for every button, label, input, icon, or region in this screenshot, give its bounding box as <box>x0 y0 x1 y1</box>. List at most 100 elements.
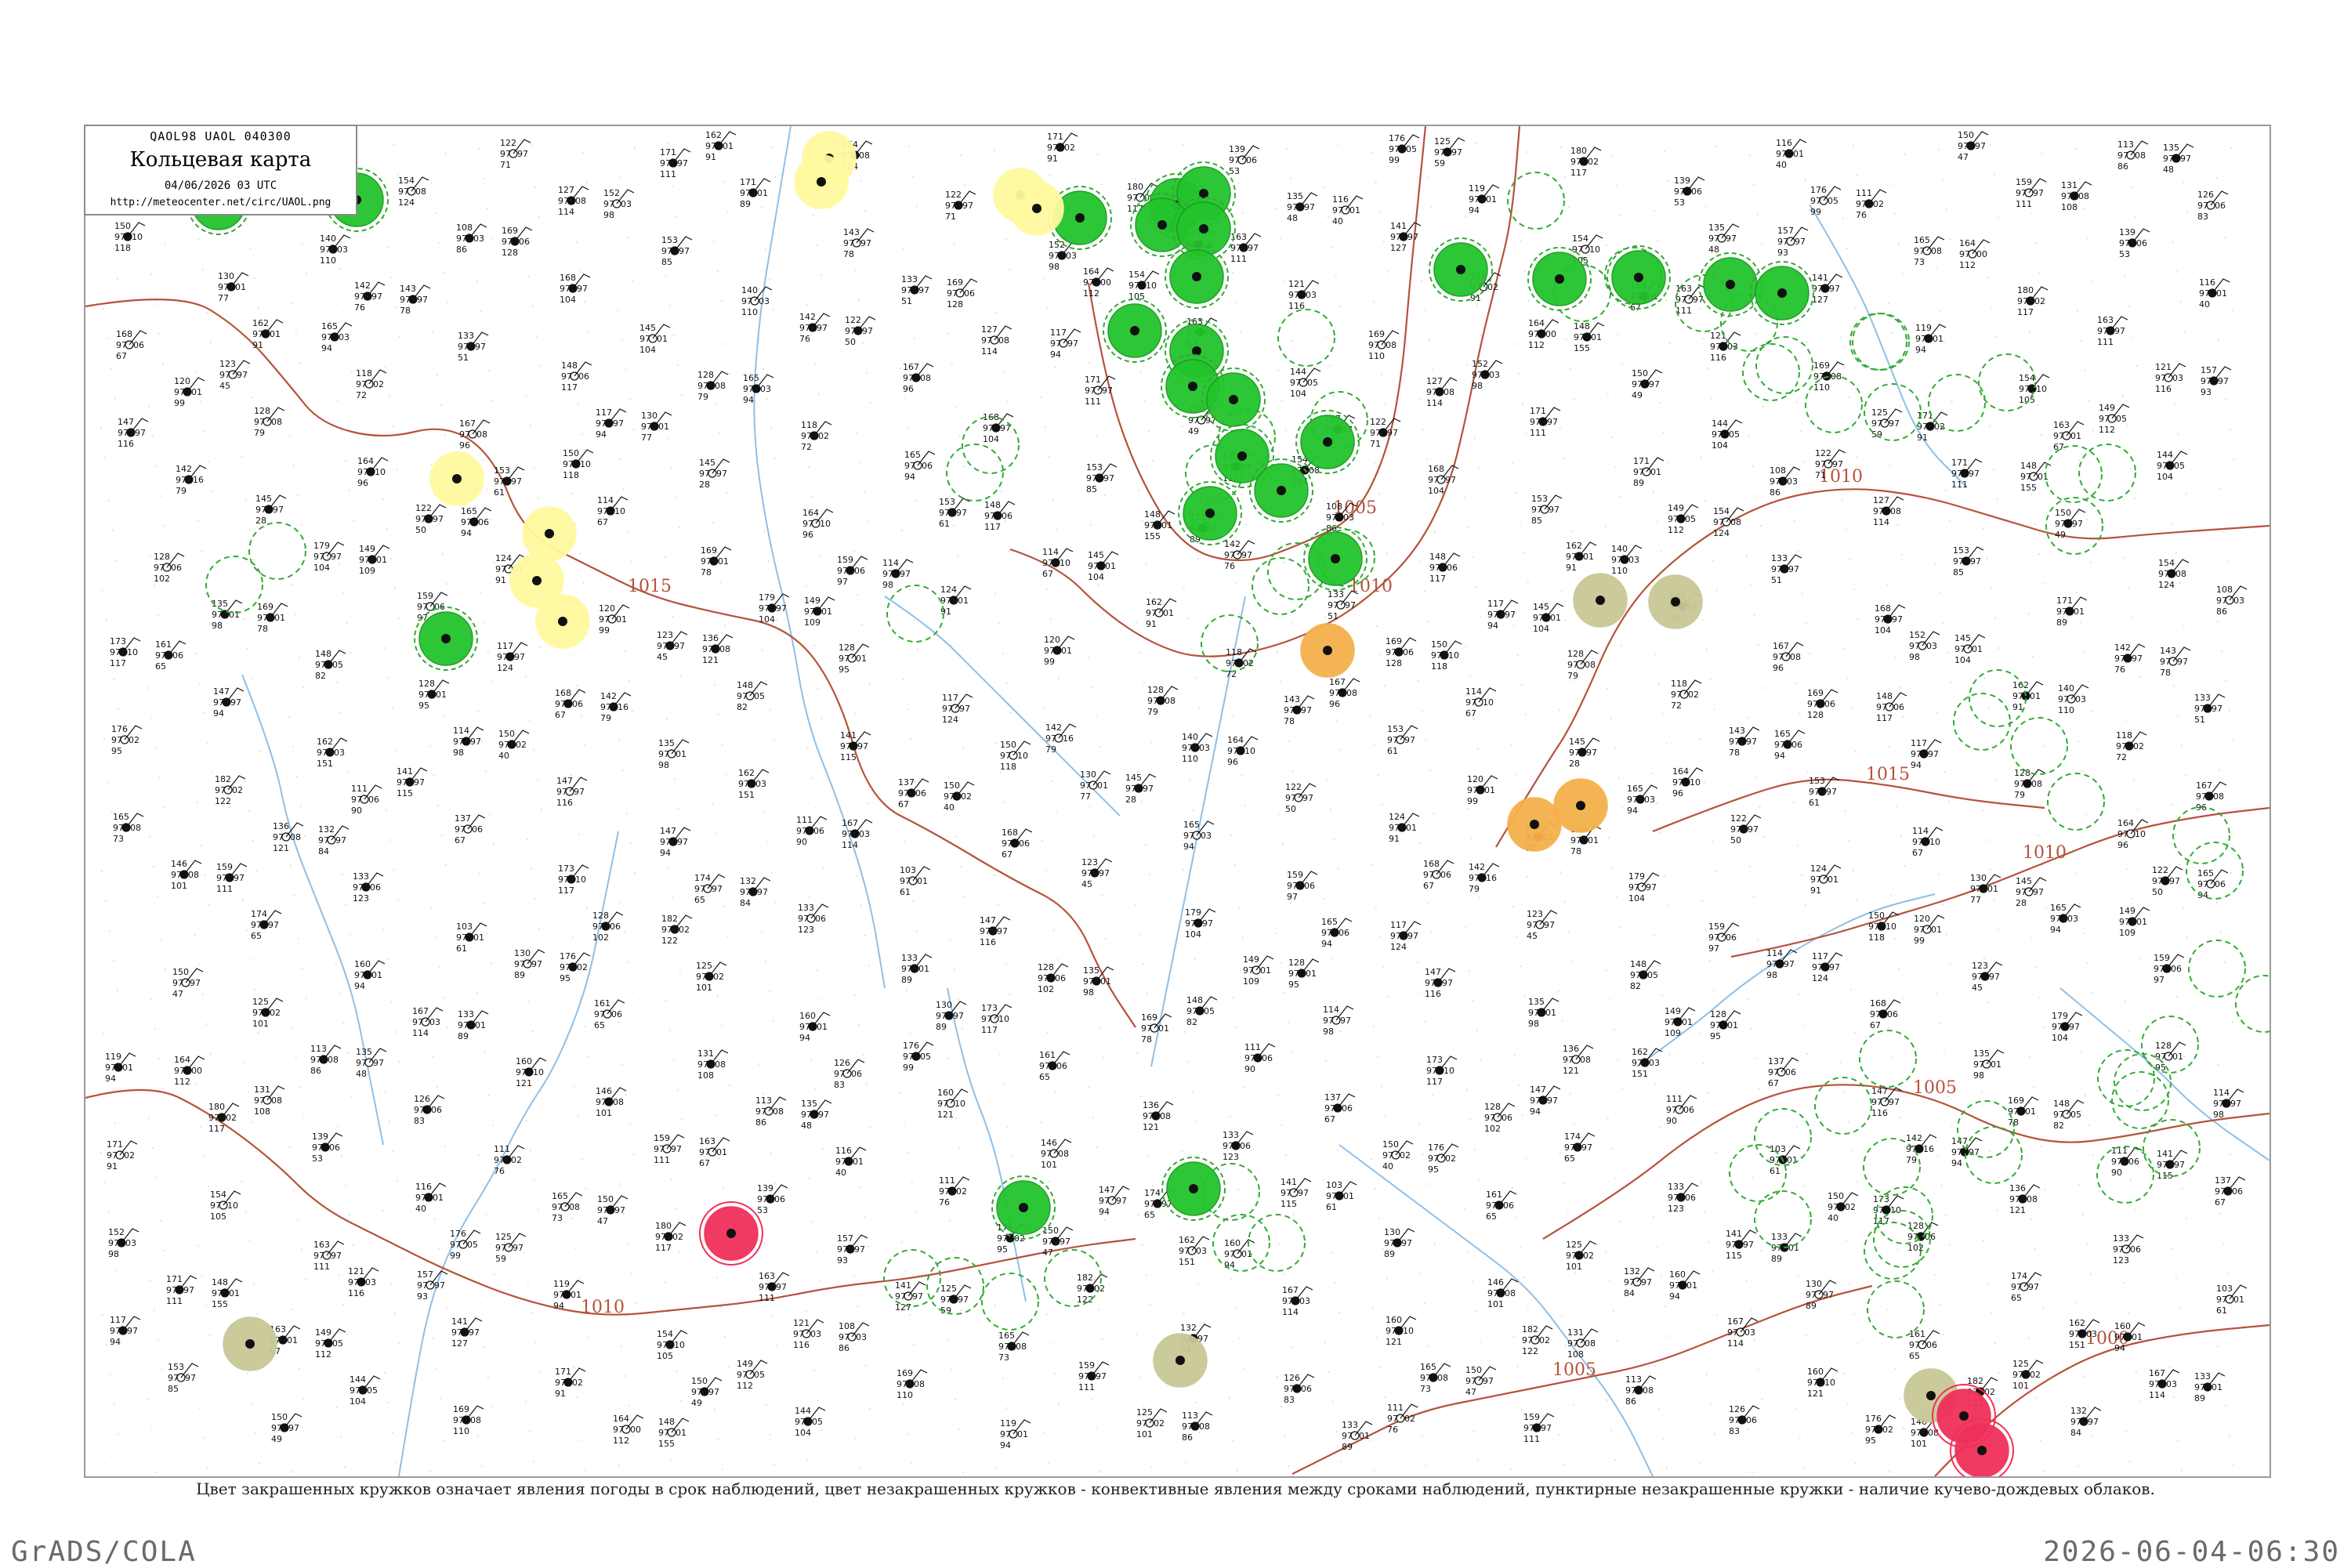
wind-barb-icon <box>652 324 671 339</box>
station-value: 165 <box>1183 820 1200 830</box>
station-value: 40 <box>498 751 509 761</box>
station-value: 97 <box>1407 931 1418 941</box>
station-value: 05 <box>367 1385 378 1396</box>
map-url[interactable]: http://meteocenter.net/circ/UAOL.png <box>110 197 331 208</box>
station-value: 135 <box>1973 1048 1990 1059</box>
wind-barb-icon <box>328 650 346 665</box>
station-value: 104 <box>1185 929 1201 940</box>
station-value: 97 <box>1390 232 1401 242</box>
wind-barb-icon <box>425 1007 444 1023</box>
station-value: 94 <box>743 395 754 405</box>
station-dot-icon <box>1530 820 1539 829</box>
station-value: 110 <box>1368 351 1385 361</box>
wind-barb-icon <box>1967 634 1986 650</box>
station-value: 72 <box>1671 701 1682 711</box>
station-value: 162 <box>317 737 333 747</box>
station-value: 153 <box>939 497 955 507</box>
wind-barb-icon <box>1296 1374 1315 1389</box>
isobar-label: 1005 <box>1552 1360 1596 1380</box>
isobar-line <box>1495 488 2269 848</box>
cb-cloud-ring-icon <box>1867 1280 1925 1338</box>
wind-barb-icon <box>671 739 690 755</box>
station-value: 98 <box>603 210 614 220</box>
station-value: 174 <box>1144 1188 1161 1198</box>
station-value: 165 <box>321 321 338 331</box>
station-value: 94 <box>354 981 365 991</box>
wind-barb-icon <box>1882 999 1901 1015</box>
station-value: 01 <box>2172 1052 2183 1062</box>
wind-barb-icon <box>367 281 386 297</box>
station-value: 171 <box>660 147 676 158</box>
wind-barb-icon <box>2083 1407 2102 1422</box>
station-value: 97 <box>563 459 574 469</box>
station-value: 97 <box>795 1417 806 1427</box>
cb-cloud-ring-icon <box>1875 1186 1933 1244</box>
station-value: 94 <box>1627 806 1638 816</box>
station-value: 169 <box>257 602 273 612</box>
station-value: 163 <box>1230 232 1247 242</box>
station-value: 163 <box>313 1240 330 1250</box>
station-value: 128 <box>839 643 855 653</box>
station-value: 131 <box>2061 180 2078 190</box>
wind-barb-icon <box>367 960 386 976</box>
wind-barb-icon <box>2229 585 2248 601</box>
wind-barb-icon <box>770 1184 788 1200</box>
station-value: 104 <box>2157 472 2173 482</box>
station-value: 97 <box>817 323 828 333</box>
wind-barb-icon <box>2066 1099 2085 1115</box>
wind-barb-icon <box>1439 1056 1458 1071</box>
station-value: 45 <box>1081 879 1092 889</box>
station-value: 111 <box>939 1175 955 1186</box>
station-value: 90 <box>796 837 807 847</box>
station-value: 116 <box>1871 1108 1888 1118</box>
station-value: 95 <box>839 664 849 675</box>
station-value: 97 <box>497 652 508 662</box>
station-value: 114 <box>1912 826 1929 836</box>
station-value: 152 <box>1909 630 1925 640</box>
station-value: 03 <box>1196 1246 1207 1256</box>
station-value: 97 <box>1906 1144 1917 1154</box>
wind-barb-icon <box>1097 375 1116 391</box>
wind-barb-icon <box>1157 510 1176 526</box>
station-value: 65 <box>694 895 705 905</box>
station-value: 150 <box>944 780 960 791</box>
wind-barb-icon <box>426 1095 445 1110</box>
station-value: 97 <box>1223 1141 1233 1151</box>
station-value: 97 <box>1230 243 1241 253</box>
wind-barb-icon <box>1478 1366 1497 1382</box>
station-value: 97 <box>997 926 1008 936</box>
station-value: 61 <box>1809 798 1820 808</box>
station-value: 95 <box>1710 1031 1721 1041</box>
wind-barb-icon <box>915 363 934 378</box>
station-value: 97 <box>1776 149 1787 159</box>
station-value: 101 <box>171 881 187 891</box>
station-value: 77 <box>1080 791 1091 802</box>
station-value: 59 <box>1434 158 1445 168</box>
station-value: 150 <box>691 1376 708 1386</box>
station-value: 97 <box>660 158 671 168</box>
station-value: 97 <box>2177 657 2188 667</box>
station-value: 132 <box>2070 1406 2087 1416</box>
station-value: 01 <box>1987 884 1998 894</box>
station-value: 154 <box>2158 558 2175 568</box>
station-value: 97 <box>776 603 787 614</box>
